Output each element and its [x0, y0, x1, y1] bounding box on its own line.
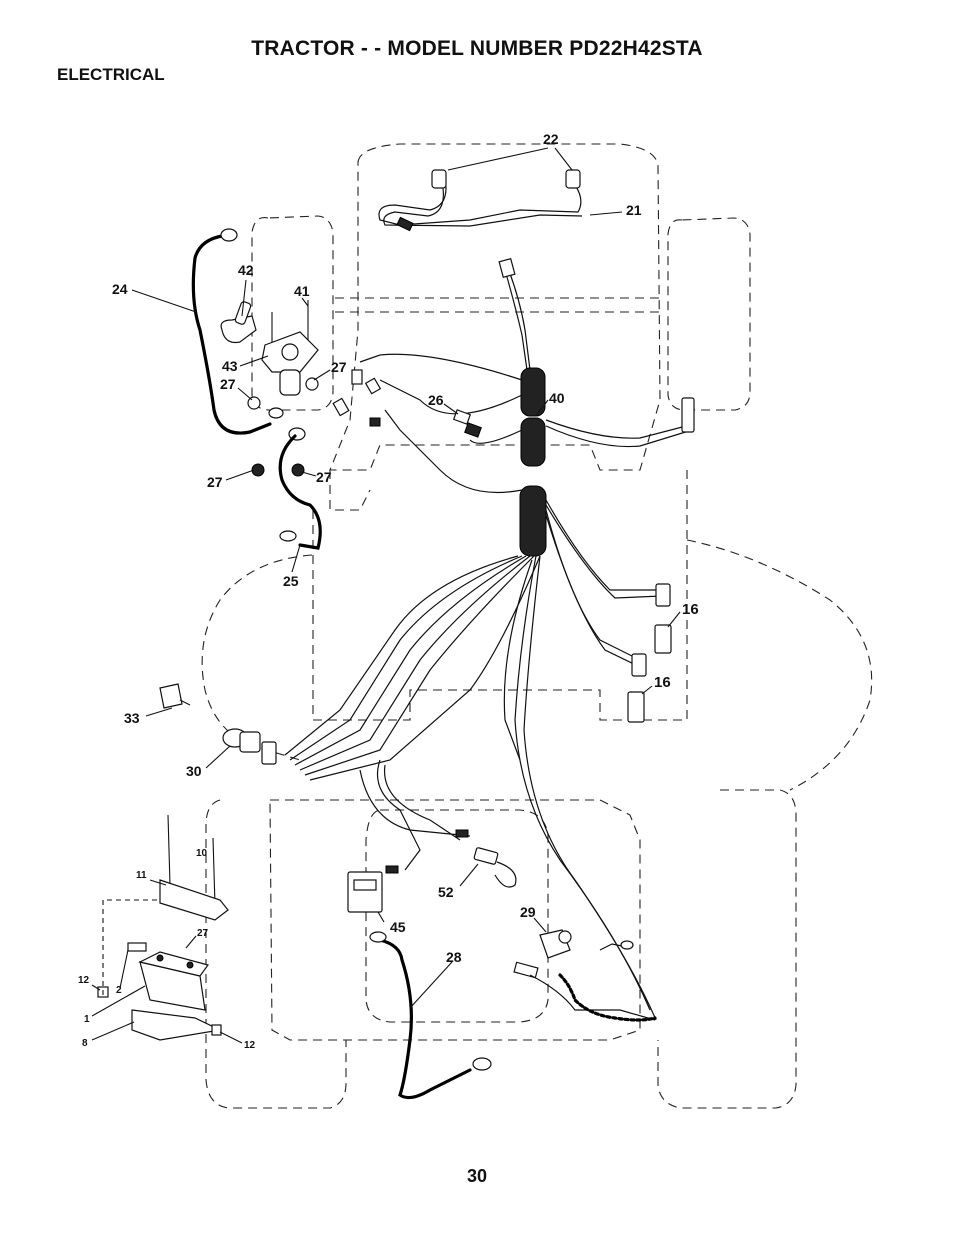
callout-28: 28 — [446, 949, 462, 965]
ignition-parts — [159, 683, 277, 765]
callout-27-lower-right: 27 — [316, 469, 332, 485]
callout-21: 21 — [626, 202, 642, 218]
fender-right-outline — [686, 539, 873, 791]
front-wheel-right — [667, 217, 751, 411]
callout-30: 30 — [186, 763, 202, 779]
front-wheel-left — [251, 215, 334, 411]
callout-42: 42 — [238, 262, 254, 278]
rear-wheel-right — [657, 789, 797, 1109]
callout-12-right: 12 — [244, 1040, 256, 1051]
main-harness — [284, 257, 695, 1021]
page-number: 30 — [466, 1166, 488, 1186]
callout-12-left: 12 — [78, 975, 90, 986]
callout-45: 45 — [390, 919, 406, 935]
relays-16 — [627, 624, 672, 723]
frame-outline — [312, 470, 688, 721]
callout-41: 41 — [294, 283, 310, 299]
callout-27-upper-right: 27 — [331, 359, 347, 375]
cable-25 — [278, 434, 322, 550]
callout-2: 2 — [116, 985, 122, 996]
callout-16-lower: 16 — [654, 674, 671, 691]
callout-22: 22 — [543, 131, 559, 147]
callout-8: 8 — [82, 1038, 88, 1049]
callout-52: 52 — [438, 884, 454, 900]
section-heading: ELECTRICAL — [57, 65, 165, 84]
callout-16-upper: 16 — [682, 601, 699, 618]
callout-11: 11 — [136, 870, 147, 881]
callout-40: 40 — [549, 390, 565, 406]
callout-33: 33 — [124, 710, 140, 726]
solenoid-assembly — [220, 300, 319, 477]
headlight-harness — [378, 169, 583, 232]
callout-26: 26 — [428, 392, 444, 408]
callout-43: 43 — [222, 358, 238, 374]
callout-24: 24 — [112, 281, 128, 297]
callout-1: 1 — [84, 1014, 90, 1025]
dash-panel-outline — [329, 470, 371, 511]
callout-labels: 22 21 24 42 41 43 27 27 27 27 26 40 25 1… — [78, 131, 699, 1051]
battery-cable-24 — [191, 228, 272, 435]
rear-wheel-left — [205, 799, 347, 1109]
front-axle — [335, 297, 665, 313]
deck-left-outline — [201, 554, 313, 761]
hood-outline — [329, 143, 661, 471]
callout-27-battery: 27 — [197, 928, 209, 939]
callout-25: 25 — [283, 573, 299, 589]
callout-27-upper-left: 27 — [220, 376, 236, 392]
page-title: TRACTOR - - MODEL NUMBER PD22H42STA — [251, 37, 703, 60]
rear-parts — [347, 847, 657, 1100]
callout-10: 10 — [196, 848, 208, 859]
seat-deck-outline — [269, 799, 641, 1041]
callout-29: 29 — [520, 904, 536, 920]
leader-lines — [91, 147, 681, 1044]
callout-27-lower-left: 27 — [207, 474, 223, 490]
battery-group — [97, 814, 229, 1041]
connectors-26 — [332, 369, 482, 438]
